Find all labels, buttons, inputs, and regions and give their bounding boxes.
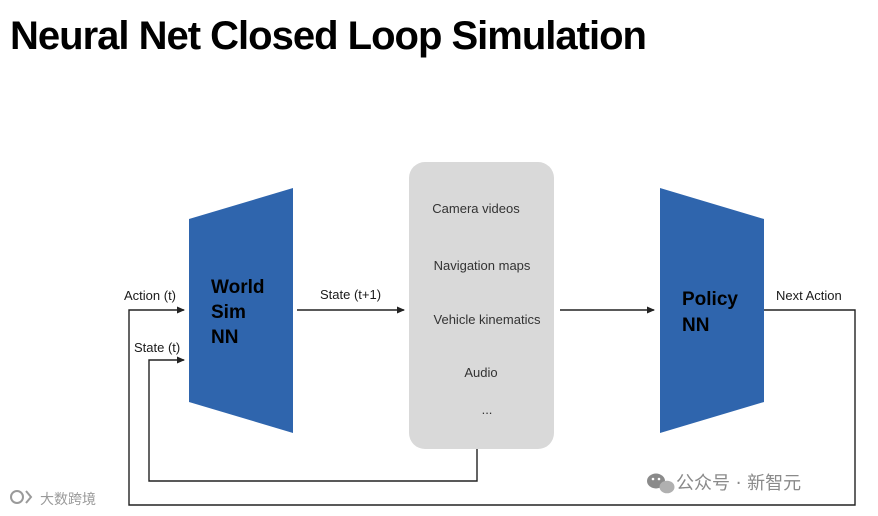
label-state-t1: State (t+1)	[320, 287, 381, 302]
world-sim-nn-block	[189, 188, 293, 433]
watermark-logo-icon	[10, 490, 33, 504]
policy-label-line1: Policy	[682, 289, 738, 310]
page-title: Neural Net Closed Loop Simulation	[10, 14, 647, 58]
state-item-audio: Audio	[464, 365, 497, 380]
world-sim-label-line2: Sim	[211, 302, 246, 323]
state-box	[409, 162, 554, 449]
state-item-vehicle-kinematics: Vehicle kinematics	[434, 312, 541, 327]
policy-nn-block	[660, 188, 764, 433]
state-item-ellipsis: ...	[482, 402, 493, 417]
loop-next-action-to-action	[128, 306, 856, 506]
label-action-t: Action (t)	[124, 288, 176, 303]
world-sim-label-line1: World	[211, 277, 264, 298]
policy-label-line2: NN	[682, 315, 709, 336]
wechat-icon	[647, 473, 675, 494]
state-item-navigation-maps: Navigation maps	[434, 258, 531, 273]
loop-state-to-state-t	[148, 356, 478, 482]
label-next-action: Next Action	[776, 288, 842, 303]
watermark-source: 大数跨境	[40, 492, 96, 508]
state-item-camera-videos: Camera videos	[432, 201, 520, 216]
world-sim-label-line3: NN	[211, 327, 238, 348]
watermark-wechat-account: 公众号 · 新智元	[676, 473, 802, 494]
label-state-t: State (t)	[134, 340, 180, 355]
